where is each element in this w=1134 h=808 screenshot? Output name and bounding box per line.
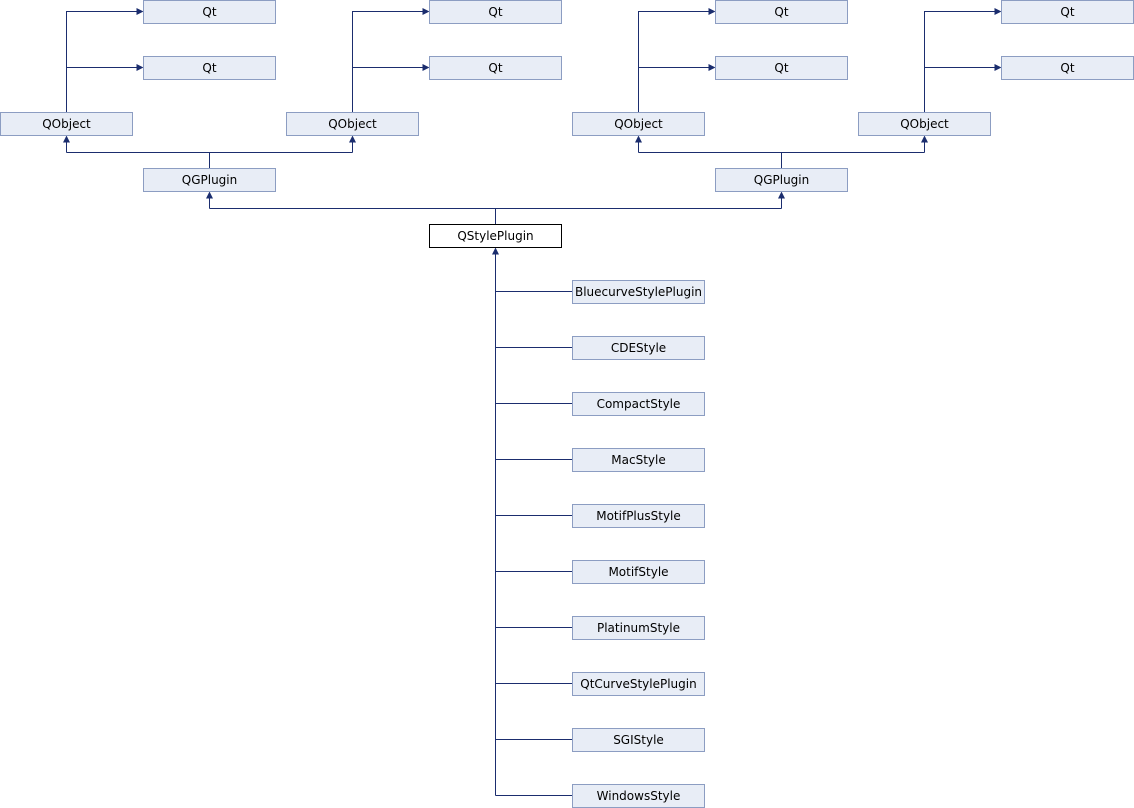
class-node-qgplugin1[interactable]: QGPlugin xyxy=(143,168,276,192)
edge-qobject2-qt3 xyxy=(352,11,423,112)
class-node-qobject1[interactable]: QObject xyxy=(0,112,133,136)
class-node-qt2[interactable]: Qt xyxy=(143,56,276,80)
edges xyxy=(63,8,1002,796)
arrowhead xyxy=(136,64,144,71)
arrowhead xyxy=(422,64,430,71)
class-box xyxy=(858,112,991,136)
class-label: QObject xyxy=(614,117,663,131)
arrowhead xyxy=(994,8,1002,15)
class-node-qstyleplugin[interactable]: QStylePlugin xyxy=(429,224,562,248)
class-box xyxy=(715,56,848,80)
class-label: QObject xyxy=(42,117,91,131)
class-node-cde[interactable]: CDEStyle xyxy=(572,336,705,360)
class-node-qgplugin2[interactable]: QGPlugin xyxy=(715,168,848,192)
class-label: Qt xyxy=(202,5,216,19)
class-node-platinum[interactable]: PlatinumStyle xyxy=(572,616,705,640)
class-label: Qt xyxy=(488,5,502,19)
class-box xyxy=(143,0,276,24)
arrowhead xyxy=(63,135,70,143)
class-box xyxy=(715,168,848,192)
class-node-qt8[interactable]: Qt xyxy=(1001,56,1134,80)
class-box xyxy=(429,224,562,248)
class-box xyxy=(429,56,562,80)
class-label: WindowsStyle xyxy=(597,789,681,803)
class-label: Qt xyxy=(774,61,788,75)
class-label: PlatinumStyle xyxy=(597,621,680,635)
class-label: CDEStyle xyxy=(611,341,666,355)
arrowhead xyxy=(136,8,144,15)
class-node-sgi[interactable]: SGIStyle xyxy=(572,728,705,752)
arrowhead xyxy=(708,64,716,71)
class-node-compact[interactable]: CompactStyle xyxy=(572,392,705,416)
class-node-qt6[interactable]: Qt xyxy=(715,56,848,80)
class-box xyxy=(572,616,705,640)
arrowhead xyxy=(422,8,430,15)
class-label: MacStyle xyxy=(611,453,665,467)
class-box xyxy=(143,168,276,192)
class-label: QtCurveStylePlugin xyxy=(580,677,696,691)
class-label: QGPlugin xyxy=(182,173,237,187)
class-label: QStylePlugin xyxy=(457,229,533,243)
class-label: BluecurveStylePlugin xyxy=(575,285,702,299)
class-node-qt7[interactable]: Qt xyxy=(1001,0,1134,24)
arrowhead xyxy=(349,135,356,143)
class-label: Qt xyxy=(1060,61,1074,75)
class-box xyxy=(572,112,705,136)
class-node-bluecurve[interactable]: BluecurveStylePlugin xyxy=(572,280,705,304)
class-box xyxy=(572,728,705,752)
class-box xyxy=(143,56,276,80)
edge-qobject3-qt5 xyxy=(638,11,709,112)
class-box xyxy=(572,392,705,416)
class-box xyxy=(572,280,705,304)
class-node-windows[interactable]: WindowsStyle xyxy=(572,784,705,808)
arrowhead xyxy=(708,8,716,15)
arrowhead xyxy=(778,191,785,199)
class-label: Qt xyxy=(202,61,216,75)
class-node-qt1[interactable]: Qt xyxy=(143,0,276,24)
class-node-motifplus[interactable]: MotifPlusStyle xyxy=(572,504,705,528)
class-node-qt4[interactable]: Qt xyxy=(429,56,562,80)
class-box xyxy=(572,336,705,360)
class-box xyxy=(572,504,705,528)
class-label: MotifStyle xyxy=(608,565,668,579)
class-label: Qt xyxy=(774,5,788,19)
edge-qobject4-qt7 xyxy=(924,11,995,112)
class-label: QObject xyxy=(900,117,949,131)
class-node-qobject4[interactable]: QObject xyxy=(858,112,991,136)
class-node-qobject2[interactable]: QObject xyxy=(286,112,419,136)
class-box xyxy=(572,672,705,696)
class-label: CompactStyle xyxy=(597,397,681,411)
class-label: Qt xyxy=(1060,5,1074,19)
class-node-mac[interactable]: MacStyle xyxy=(572,448,705,472)
class-node-qtcurve[interactable]: QtCurveStylePlugin xyxy=(572,672,705,696)
class-node-qobject3[interactable]: QObject xyxy=(572,112,705,136)
arrowhead xyxy=(635,135,642,143)
class-box xyxy=(429,0,562,24)
arrowhead xyxy=(994,64,1002,71)
class-box xyxy=(572,560,705,584)
class-node-motif[interactable]: MotifStyle xyxy=(572,560,705,584)
class-node-qt3[interactable]: Qt xyxy=(429,0,562,24)
arrowhead xyxy=(206,191,213,199)
class-box xyxy=(286,112,419,136)
class-box xyxy=(0,112,133,136)
class-box xyxy=(715,0,848,24)
class-box xyxy=(572,448,705,472)
class-label: SGIStyle xyxy=(613,733,664,747)
class-label: QGPlugin xyxy=(754,173,809,187)
class-label: Qt xyxy=(488,61,502,75)
class-node-qt5[interactable]: Qt xyxy=(715,0,848,24)
arrowhead xyxy=(921,135,928,143)
class-label: QObject xyxy=(328,117,377,131)
edge-qobject1-qt1 xyxy=(66,11,137,112)
arrowhead xyxy=(492,247,499,255)
class-label: MotifPlusStyle xyxy=(596,509,681,523)
